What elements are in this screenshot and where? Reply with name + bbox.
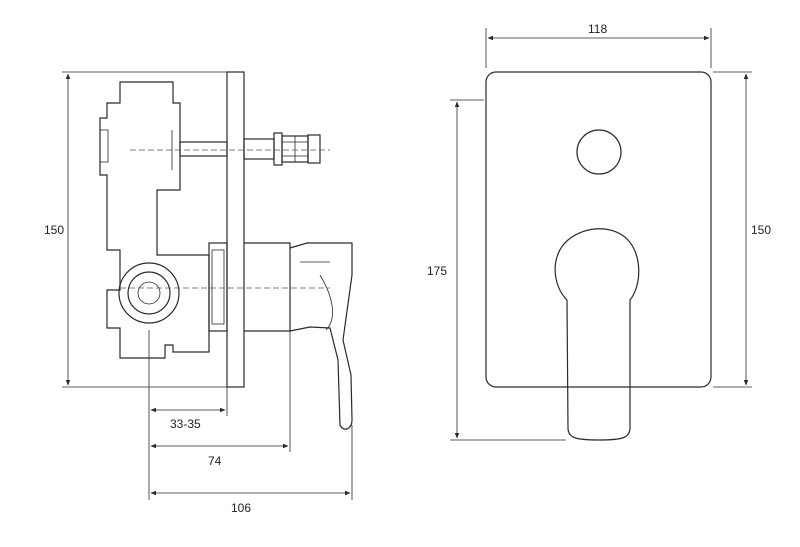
dim-depth-106-label: 106 [231, 501, 251, 515]
dim-front-width-label: 118 [588, 22, 607, 36]
dim-depth-106: 106 [150, 490, 351, 515]
diverter-knob [576, 129, 622, 175]
outlet-port [118, 262, 180, 324]
side-view: 150 33-35 74 106 [44, 71, 353, 515]
dim-depth-33-35-label: 33-35 [170, 417, 201, 431]
dim-front-plate-height-label: 150 [751, 223, 771, 237]
dim-front-plate-height: 150 [713, 71, 771, 388]
wall-plate [226, 71, 245, 388]
dim-side-height-label: 150 [44, 223, 64, 237]
dim-side-height: 150 [44, 71, 227, 388]
dim-front-total-height-label: 175 [427, 264, 447, 278]
valve-body [99, 81, 210, 359]
lever-handle [554, 228, 640, 441]
dim-front-total-height: 175 [427, 99, 566, 441]
front-view: 118 175 150 [427, 22, 771, 441]
diverter-stem [179, 132, 321, 166]
handle-side [208, 242, 353, 430]
front-plate [485, 71, 712, 388]
dim-depth-33-35: 33-35 [150, 407, 226, 431]
dim-front-width: 118 [485, 22, 712, 68]
dim-depth-74: 74 [150, 443, 289, 468]
body-slot-top [99, 129, 109, 163]
dim-depth-74-label: 74 [208, 454, 222, 468]
